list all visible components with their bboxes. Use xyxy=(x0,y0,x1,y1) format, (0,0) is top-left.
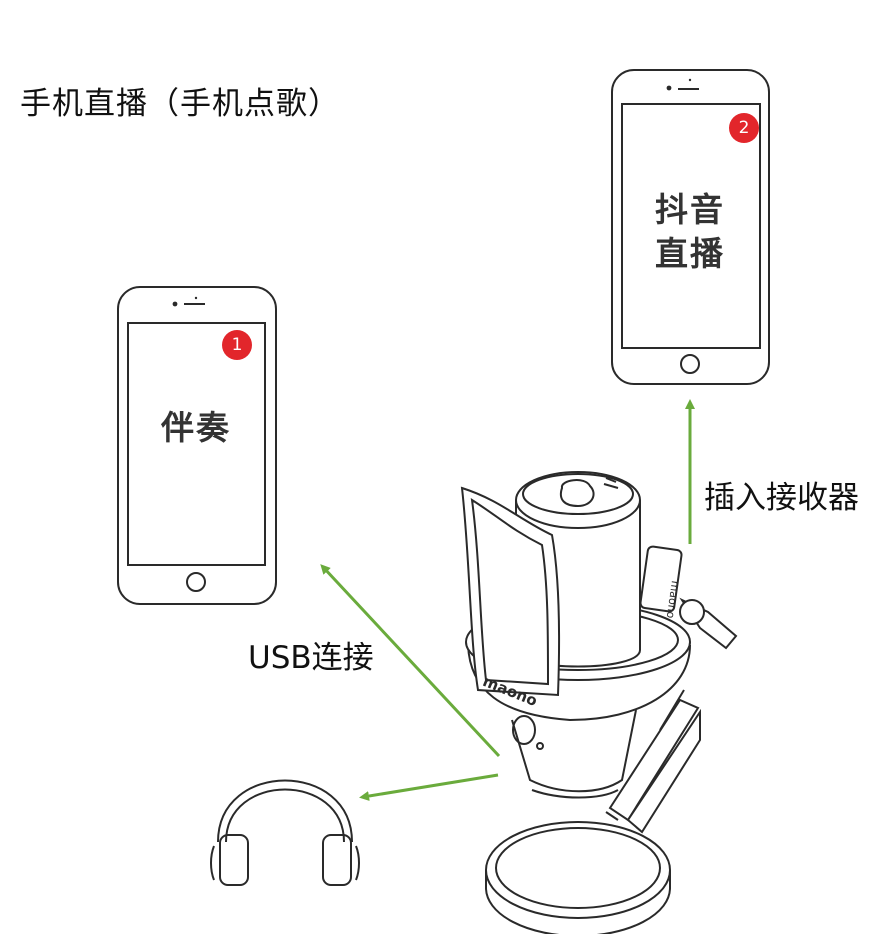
step-badge-1: 1 xyxy=(222,330,252,360)
phone-right xyxy=(611,69,770,385)
usb-connection-label: USB连接 xyxy=(248,640,374,676)
home-button xyxy=(680,354,700,374)
microphone-device: maono maono xyxy=(460,471,738,934)
step-badge-2: 2 xyxy=(729,113,759,143)
receiver-label: maono xyxy=(664,580,682,620)
home-button xyxy=(186,572,206,592)
right-phone-screen-text: 抖音 直播 xyxy=(655,190,725,273)
insert-receiver-label: 插入接收器 xyxy=(704,480,859,516)
arrow-headphones xyxy=(359,773,499,801)
left-phone-screen-text: 伴奏 xyxy=(161,408,231,447)
phone-left xyxy=(117,286,277,605)
page-title: 手机直播（手机点歌） xyxy=(20,86,340,122)
arrow-usb xyxy=(320,564,501,758)
headphones-icon xyxy=(210,779,360,886)
